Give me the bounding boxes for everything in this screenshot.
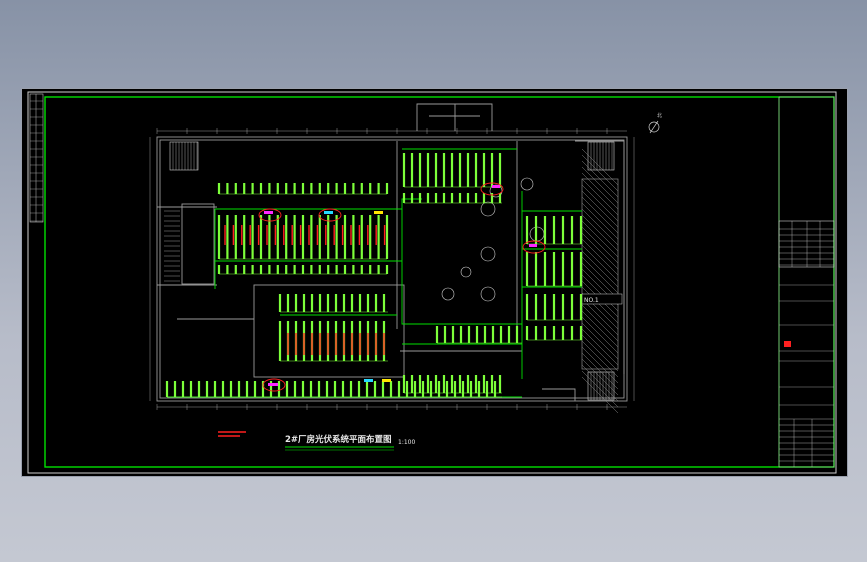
drawing-title: 2#厂房光伏系统平面布置图 xyxy=(285,434,392,445)
panel-row-6 xyxy=(525,216,583,245)
drawing-title-group: 2#厂房光伏系统平面布置图 1:100 xyxy=(285,434,415,451)
panel-row-14 xyxy=(402,375,502,394)
pv-panel-rows xyxy=(165,153,583,398)
highlight-1 xyxy=(258,208,282,222)
panel-row-7 xyxy=(525,252,583,287)
drawing-background xyxy=(22,89,847,476)
combiner-box-8 xyxy=(382,379,391,382)
panel-row-11 xyxy=(278,294,388,313)
cad-viewport[interactable]: NO.1 xyxy=(21,88,848,477)
panel-row-13 xyxy=(165,381,502,398)
compass-label: 北 xyxy=(657,112,662,119)
inverter-highlights xyxy=(258,182,546,392)
north-compass: 北 xyxy=(648,112,662,134)
drawing-scale: 1:100 xyxy=(398,439,415,446)
stair-2 xyxy=(587,141,615,171)
combiner-box-3 xyxy=(374,211,383,214)
panel-row-3 xyxy=(217,265,389,275)
string-marker-row-1 xyxy=(224,225,386,245)
string-marker-row-2 xyxy=(287,333,385,355)
floor-plan-drawing: NO.1 xyxy=(22,89,847,476)
building-outline xyxy=(156,103,628,402)
panel-row-2 xyxy=(217,215,389,260)
combiner-boxes xyxy=(264,185,537,386)
combiner-box-2 xyxy=(324,211,333,214)
legend-note xyxy=(218,431,246,437)
highlight-5 xyxy=(262,378,286,392)
panel-row-1 xyxy=(217,183,389,195)
dimension-lines xyxy=(149,128,635,410)
logo-mark xyxy=(784,341,791,347)
highlight-4 xyxy=(522,240,546,254)
combiner-box-5 xyxy=(529,244,537,247)
panel-row-9 xyxy=(435,326,522,344)
panel-row-8 xyxy=(525,294,583,321)
stair-1 xyxy=(169,141,199,171)
panel-row-4 xyxy=(402,153,502,188)
highlight-3 xyxy=(480,182,504,196)
room-label: NO.1 xyxy=(584,297,599,304)
title-block xyxy=(778,96,835,468)
panel-row-10 xyxy=(525,326,583,341)
highlight-2 xyxy=(318,208,342,222)
revision-strip xyxy=(29,93,44,223)
outer-sheet-border xyxy=(27,91,837,474)
combiner-box-4 xyxy=(492,185,500,188)
combiner-box-6 xyxy=(268,383,278,386)
combiner-box-1 xyxy=(264,211,273,214)
combiner-box-7 xyxy=(364,379,373,382)
